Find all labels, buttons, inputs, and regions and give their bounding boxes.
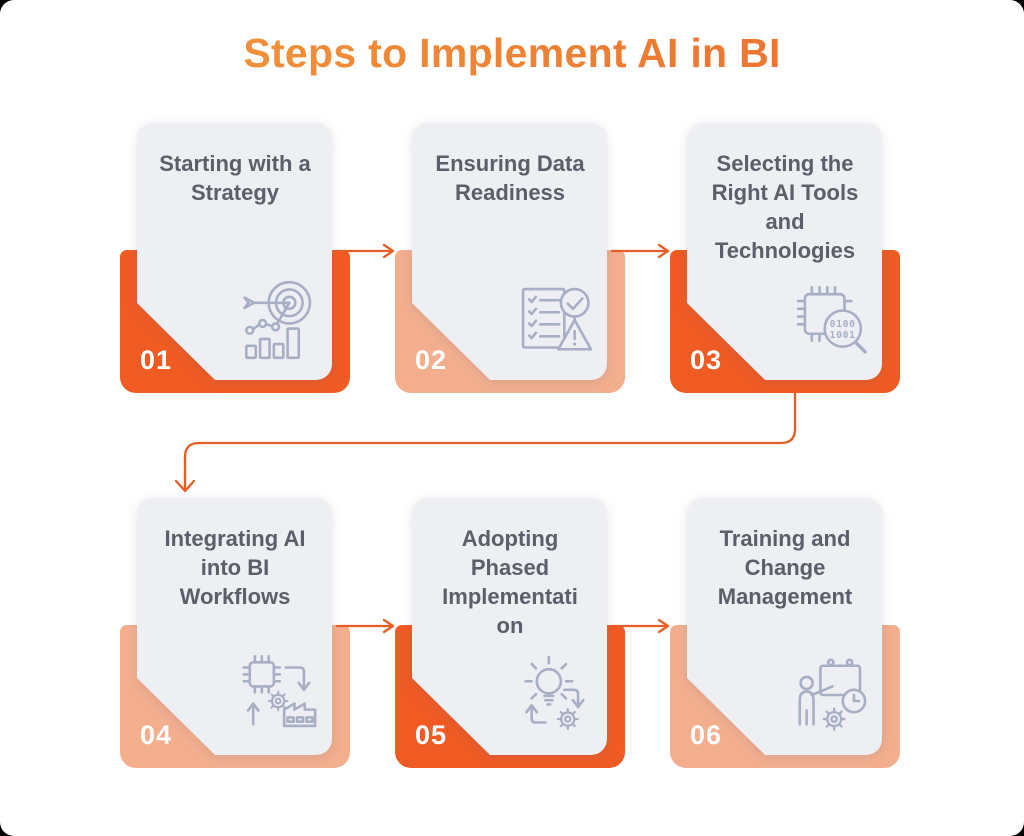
chip-magnifier-binary-icon: 0100 1001 — [796, 286, 867, 354]
trainer-calendar-clock-gear-icon — [798, 658, 867, 731]
lightbulb-gear-cycle-icon — [524, 655, 585, 731]
step-2-number: 02 — [415, 345, 448, 375]
step-6-title: Training and Change Management — [717, 526, 853, 609]
step-4-title: Integrating AI into BI Workflows — [164, 526, 306, 609]
arrow-step1-to-step2 — [335, 243, 395, 259]
step-3-title: Selecting the Right AI Tools and Technol… — [711, 151, 859, 263]
step-6-card: Training and Change Management 06 — [670, 498, 900, 768]
step-5-card: Adopting Phased Implementation 05 — [395, 498, 625, 768]
step-1-title: Starting with a Strategy — [159, 151, 311, 205]
step-5-panel — [412, 498, 607, 755]
step-2-title: Ensuring Data Readiness — [435, 151, 585, 205]
step-1-card: Starting with a Strategy 01 — [120, 123, 350, 393]
page-title: Steps to Implement AI in BI — [0, 30, 1024, 77]
svg-text:0100: 0100 — [830, 319, 856, 330]
svg-text:1001: 1001 — [830, 330, 856, 341]
connector-step3-to-step4 — [174, 391, 797, 493]
step-1-number: 01 — [140, 345, 173, 375]
step-4-card: Integrating AI into BI Workflows 04 — [120, 498, 350, 768]
step-5-title: Adopting Phased Implementation — [442, 526, 578, 638]
step-5-number: 05 — [415, 720, 448, 750]
step-4-number: 04 — [140, 720, 173, 750]
step-6-panel — [687, 498, 882, 755]
step-3-card: Selecting the Right AI Tools and Technol… — [670, 123, 900, 393]
arrow-step5-to-step6 — [610, 618, 670, 634]
arrow-step4-to-step5 — [335, 618, 395, 634]
step-6-number: 06 — [690, 720, 723, 750]
step-4-panel — [137, 498, 332, 755]
step-3-number: 03 — [690, 345, 723, 375]
target-arrow-chart-icon — [243, 280, 312, 360]
step-2-panel — [412, 123, 607, 380]
checklist-check-warning-icon — [521, 287, 593, 351]
step-2-card: Ensuring Data Readiness 02 — [395, 123, 625, 393]
arrow-step2-to-step3 — [610, 243, 670, 259]
chip-gear-factory-cycle-icon — [242, 655, 317, 728]
